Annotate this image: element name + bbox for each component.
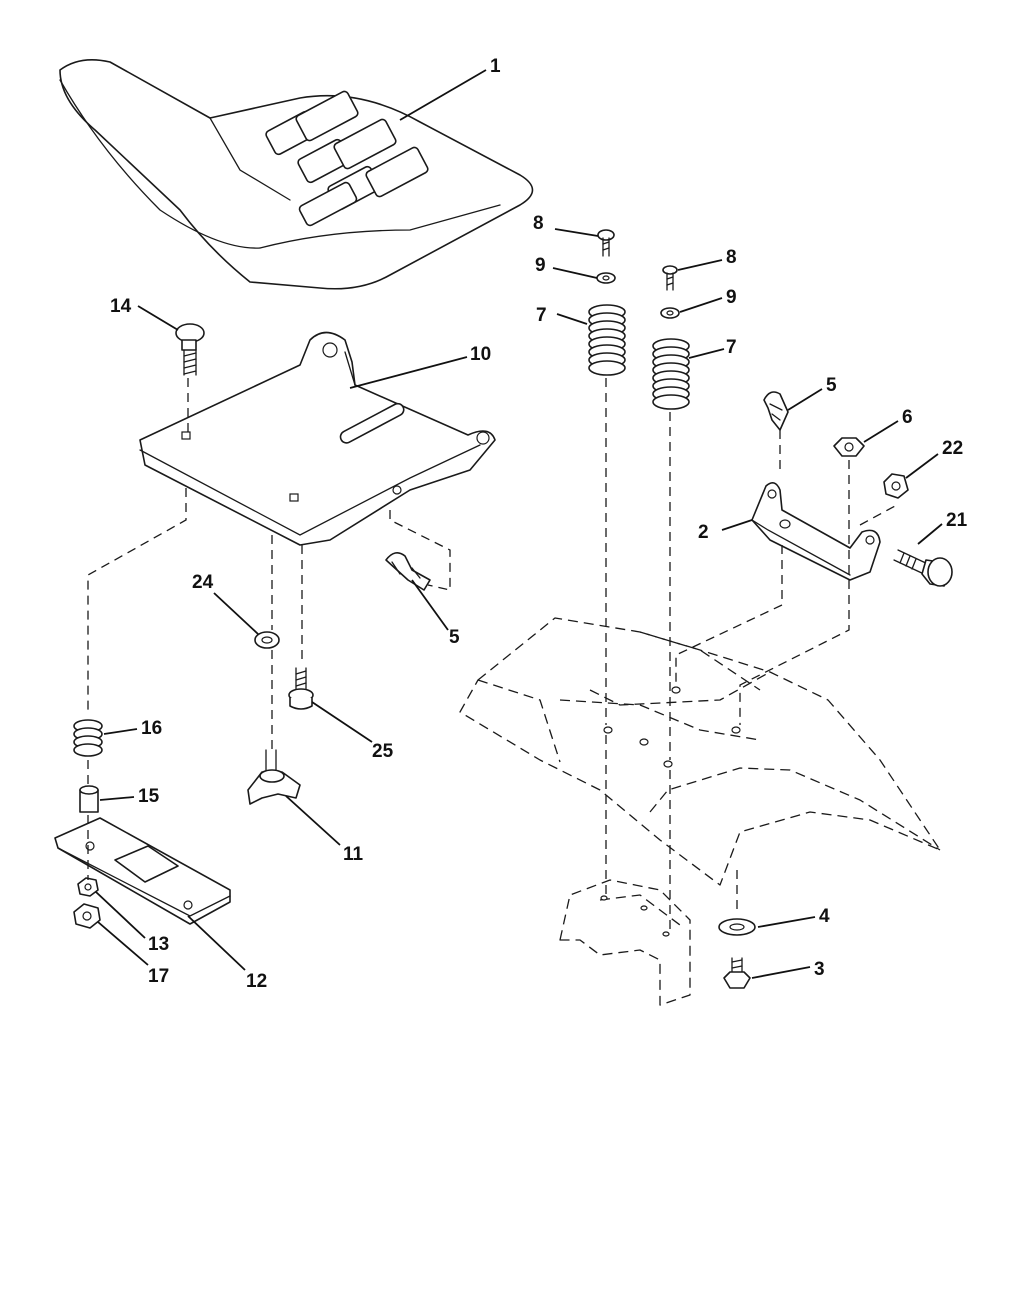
callout-11: 11 <box>343 844 364 865</box>
leader-lines <box>95 69 943 979</box>
callout-8-right: 8 <box>726 247 737 268</box>
callout-16: 16 <box>141 718 162 739</box>
callout-14: 14 <box>110 296 132 317</box>
callout-5-left: 5 <box>449 627 460 648</box>
carriage-bolt <box>175 323 205 376</box>
callout-labels: 1 2 3 4 5 5 6 7 7 8 8 9 9 10 11 12 13 14… <box>110 56 968 992</box>
callout-25: 25 <box>372 741 394 762</box>
callout-7-right: 7 <box>726 337 737 358</box>
callout-7-left: 7 <box>536 305 547 326</box>
callout-21: 21 <box>946 510 968 531</box>
screw-right <box>662 265 678 291</box>
spacer <box>79 785 99 813</box>
callout-1: 1 <box>490 56 501 77</box>
spring-left <box>588 304 626 376</box>
clip-right <box>763 391 789 431</box>
callout-15: 15 <box>138 786 160 807</box>
callout-17: 17 <box>148 966 169 987</box>
slide-plate <box>54 817 231 925</box>
nut-17 <box>73 903 101 929</box>
callout-13: 13 <box>148 934 169 955</box>
callout-4: 4 <box>819 906 830 927</box>
screw-left <box>597 229 615 257</box>
tractor-frame <box>459 617 941 1006</box>
seat <box>59 59 534 290</box>
bolt-3 <box>723 957 751 989</box>
callout-3: 3 <box>814 959 825 980</box>
nut-22 <box>883 473 909 499</box>
nut-13 <box>77 877 99 897</box>
callout-10: 10 <box>470 344 491 365</box>
spring-16 <box>73 719 103 757</box>
washer-24 <box>254 631 280 649</box>
callout-6: 6 <box>902 407 913 428</box>
washer-9-right <box>660 307 680 319</box>
callout-2: 2 <box>698 522 709 543</box>
callout-9-right: 9 <box>726 287 737 308</box>
callout-8-left: 8 <box>533 213 544 234</box>
callout-24: 24 <box>192 572 214 593</box>
alignment-lines <box>87 378 896 930</box>
washer-9-left <box>596 272 616 284</box>
callout-5-right: 5 <box>826 375 837 396</box>
callout-9-left: 9 <box>535 255 546 276</box>
bolt-21 <box>893 549 953 587</box>
clip-left <box>385 552 431 591</box>
callout-22: 22 <box>942 438 963 459</box>
nut-6 <box>833 437 865 457</box>
seat-pan <box>139 331 496 546</box>
knob <box>247 749 301 805</box>
callout-12: 12 <box>246 971 267 992</box>
seat-bracket <box>751 482 881 581</box>
spring-right <box>652 338 690 410</box>
bolt-25 <box>288 667 314 710</box>
washer-4 <box>718 918 756 936</box>
